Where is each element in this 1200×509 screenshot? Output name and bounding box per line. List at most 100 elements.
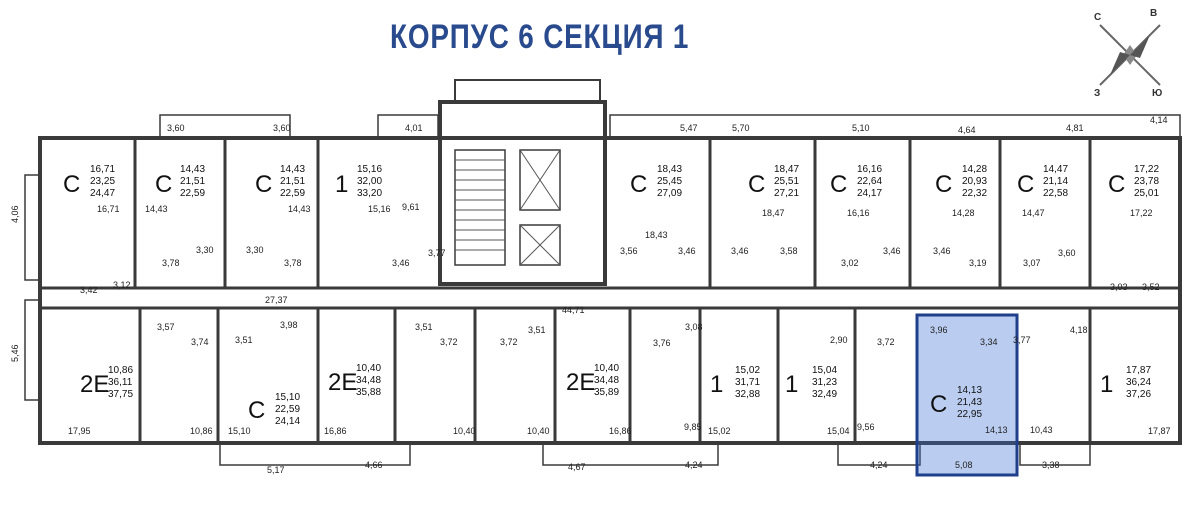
svg-text:15,04: 15,04 bbox=[812, 365, 837, 376]
svg-text:15,16: 15,16 bbox=[357, 164, 382, 175]
svg-text:36,24: 36,24 bbox=[1126, 377, 1151, 388]
svg-text:24,17: 24,17 bbox=[857, 188, 882, 199]
dimension-label: 4,06 bbox=[10, 205, 20, 223]
svg-text:22,64: 22,64 bbox=[857, 176, 882, 187]
svg-text:17,87: 17,87 bbox=[1126, 365, 1151, 376]
dimension-label: 5,17 bbox=[267, 465, 285, 475]
dimension-label: 17,22 bbox=[1130, 208, 1153, 218]
compass-west: З bbox=[1094, 88, 1100, 99]
svg-text:14,43: 14,43 bbox=[180, 164, 205, 175]
svg-text:27,09: 27,09 bbox=[657, 188, 682, 199]
svg-text:14,28: 14,28 bbox=[962, 164, 987, 175]
dimension-label: 5,46 bbox=[10, 344, 20, 362]
dimension-label: 3,72 bbox=[877, 337, 895, 347]
dimension-label: 3,46 bbox=[678, 246, 696, 256]
svg-text:24,47: 24,47 bbox=[90, 188, 115, 199]
dimension-label: 3,52 bbox=[1142, 282, 1160, 292]
dimension-label: 3,51 bbox=[235, 335, 253, 345]
dimension-label: 27,37 bbox=[265, 295, 288, 305]
svg-text:15,10: 15,10 bbox=[275, 392, 300, 403]
svg-text:23,78: 23,78 bbox=[1134, 176, 1159, 187]
dimension-label: 14,13 bbox=[985, 425, 1008, 435]
dimension-label: 3,60 bbox=[1058, 248, 1076, 258]
svg-text:2Е: 2Е bbox=[328, 369, 357, 396]
dimension-label: 3,77 bbox=[428, 248, 446, 258]
dimension-label: 4,18 bbox=[1070, 325, 1088, 335]
svg-text:36,11: 36,11 bbox=[108, 377, 133, 388]
svg-text:14,43: 14,43 bbox=[280, 164, 305, 175]
dimension-label: 3,51 bbox=[528, 325, 546, 335]
dimension-label: 17,87 bbox=[1148, 426, 1171, 436]
dimension-label: 3,46 bbox=[933, 246, 951, 256]
svg-text:22,32: 22,32 bbox=[962, 188, 987, 199]
dimension-label: 10,40 bbox=[527, 426, 550, 436]
svg-text:14,47: 14,47 bbox=[1043, 164, 1068, 175]
dimension-label: 3,30 bbox=[246, 245, 264, 255]
svg-text:35,88: 35,88 bbox=[356, 387, 381, 398]
dimension-label: 14,43 bbox=[145, 204, 168, 214]
svg-text:32,00: 32,00 bbox=[357, 176, 382, 187]
svg-text:C: C bbox=[630, 171, 647, 198]
svg-text:16,71: 16,71 bbox=[90, 164, 115, 175]
dimension-label: 3,58 bbox=[780, 246, 798, 256]
dimension-label: 18,43 bbox=[645, 230, 668, 240]
svg-text:15,02: 15,02 bbox=[735, 365, 760, 376]
dimension-label: 16,86 bbox=[609, 426, 632, 436]
svg-text:21,43: 21,43 bbox=[957, 397, 982, 408]
svg-text:C: C bbox=[1017, 171, 1034, 198]
dimension-label: 3,77 bbox=[1013, 335, 1031, 345]
dimension-label: 15,02 bbox=[708, 426, 731, 436]
svg-text:24,14: 24,14 bbox=[275, 416, 300, 427]
dimension-label: 2,90 bbox=[830, 335, 848, 345]
svg-text:22,95: 22,95 bbox=[957, 409, 982, 420]
svg-text:37,26: 37,26 bbox=[1126, 389, 1151, 400]
dimension-label: 4,24 bbox=[870, 460, 888, 470]
dimension-label: 3,51 bbox=[415, 322, 433, 332]
dimension-label: 5,08 bbox=[955, 460, 973, 470]
svg-text:21,51: 21,51 bbox=[280, 176, 305, 187]
dimension-label: 3,60 bbox=[167, 123, 185, 133]
svg-text:10,86: 10,86 bbox=[108, 365, 133, 376]
svg-text:34,48: 34,48 bbox=[594, 375, 619, 386]
svg-text:1: 1 bbox=[785, 371, 798, 398]
dimension-label: 3,46 bbox=[392, 258, 410, 268]
dimension-label: 3,30 bbox=[196, 245, 214, 255]
dimension-label: 3,98 bbox=[280, 320, 298, 330]
dimension-label: 4,64 bbox=[958, 125, 976, 135]
dimension-label: 9,61 bbox=[402, 202, 420, 212]
svg-text:22,59: 22,59 bbox=[275, 404, 300, 415]
dimension-label: 16,16 bbox=[847, 208, 870, 218]
svg-text:27,21: 27,21 bbox=[774, 188, 799, 199]
dimension-label: 4,67 bbox=[568, 462, 586, 472]
svg-text:31,71: 31,71 bbox=[735, 377, 760, 388]
dimension-label: 3,38 bbox=[1042, 460, 1060, 470]
dimension-label: 3,42 bbox=[80, 285, 98, 295]
dimension-label: 10,86 bbox=[190, 426, 213, 436]
compass-south: Ю bbox=[1152, 88, 1162, 99]
dimension-label: 15,04 bbox=[827, 426, 850, 436]
svg-text:C: C bbox=[155, 171, 172, 198]
svg-text:37,75: 37,75 bbox=[108, 389, 133, 400]
svg-text:22,58: 22,58 bbox=[1043, 188, 1068, 199]
highlighted-apartment[interactable] bbox=[915, 313, 1019, 477]
svg-text:18,47: 18,47 bbox=[774, 164, 799, 175]
dimension-label: 3,07 bbox=[1023, 258, 1041, 268]
svg-text:16,16: 16,16 bbox=[857, 164, 882, 175]
dimension-label: 4,14 bbox=[1150, 115, 1168, 125]
svg-text:25,45: 25,45 bbox=[657, 176, 682, 187]
